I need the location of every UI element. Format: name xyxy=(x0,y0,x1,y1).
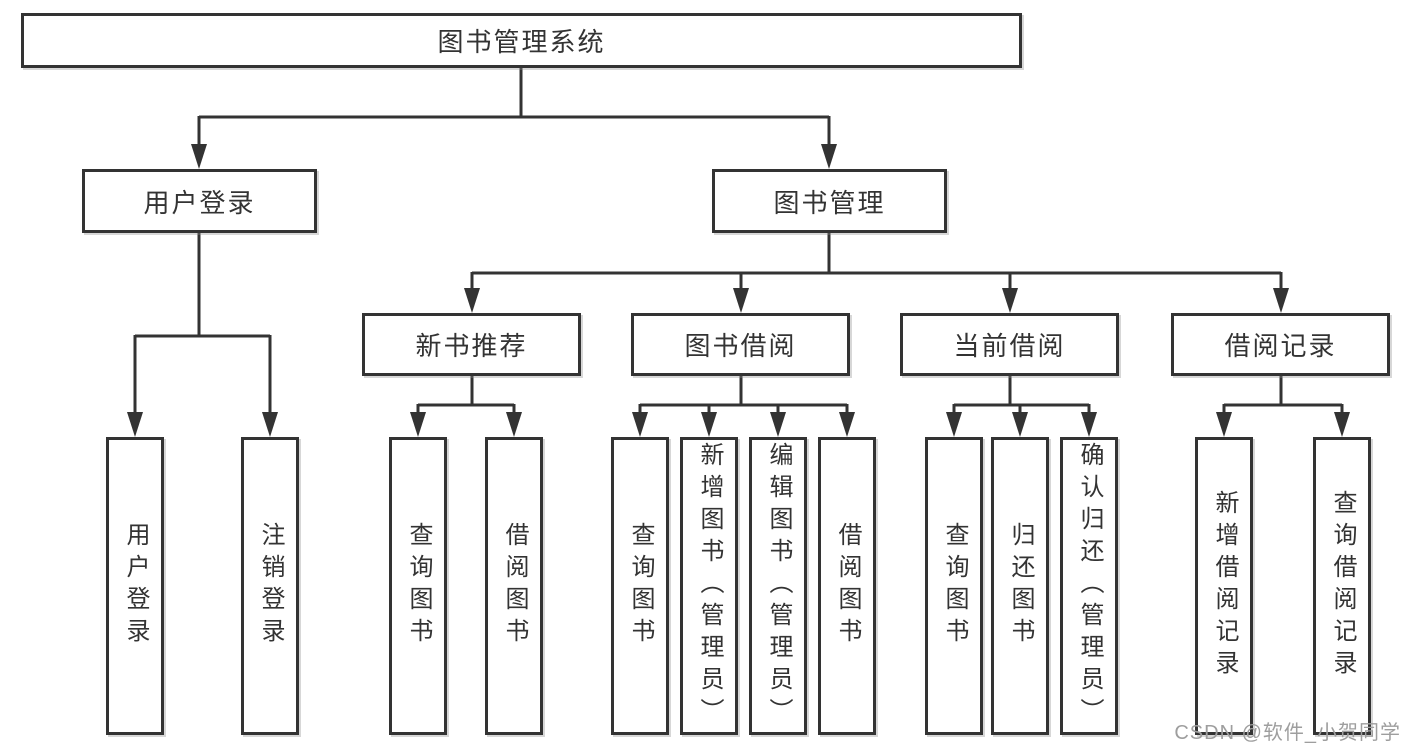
node-label: 注销登录 xyxy=(257,522,284,650)
arrow-icon xyxy=(946,412,962,437)
node-label: 归还图书 xyxy=(1007,522,1034,650)
node-label: 新书推荐 xyxy=(415,331,528,361)
leaf-current-confirm-return-admin: 确认归还（管理员） xyxy=(1060,437,1118,735)
node-label: 编辑图书（管理员） xyxy=(765,442,792,730)
leaf-borrow-query-books: 查询图书 xyxy=(611,437,669,735)
node-label: 图书管理 xyxy=(773,187,886,218)
node-label: 新增借阅记录 xyxy=(1211,490,1238,682)
arrow-icon xyxy=(1273,288,1289,313)
arrow-icon xyxy=(506,412,522,437)
arrow-icon xyxy=(701,412,717,437)
node-current-borrow: 当前借阅 xyxy=(900,313,1119,376)
arrow-icon xyxy=(1334,412,1350,437)
connector-root xyxy=(197,68,831,146)
arrow-icon xyxy=(1012,412,1028,437)
arrow-icon xyxy=(191,144,207,169)
node-book-management: 图书管理 xyxy=(712,169,947,233)
leaf-user-login: 用户登录 xyxy=(106,437,164,735)
leaf-borrow-borrow-books: 借阅图书 xyxy=(818,437,876,735)
node-label: 借阅记录 xyxy=(1224,331,1337,361)
arrowheads xyxy=(127,144,1350,437)
connector-borrow-record xyxy=(1222,376,1344,414)
node-label: 确认归还（管理员） xyxy=(1076,442,1103,730)
node-borrow-record: 借阅记录 xyxy=(1171,313,1390,376)
node-label: 用户登录 xyxy=(143,187,256,218)
leaf-record-add-record: 新增借阅记录 xyxy=(1195,437,1253,735)
leaf-borrow-add-books-admin: 新增图书（管理员） xyxy=(680,437,738,735)
leaf-current-return-books: 归还图书 xyxy=(991,437,1049,735)
node-new-book-recommend: 新书推荐 xyxy=(362,313,581,376)
node-label: 借阅图书 xyxy=(501,522,528,650)
leaf-new-book-query-books: 查询图书 xyxy=(389,437,447,735)
csdn-watermark: CSDN @软件_小贺同学 xyxy=(1174,722,1401,744)
node-label: 新增图书（管理员） xyxy=(696,442,723,730)
connector-user-login xyxy=(133,233,272,414)
leaf-current-query-books: 查询图书 xyxy=(925,437,983,735)
connector-book-management xyxy=(470,233,1283,290)
arrow-icon xyxy=(733,288,749,313)
node-label: 图书借阅 xyxy=(684,331,797,361)
leaf-logout: 注销登录 xyxy=(241,437,299,735)
node-label: 查询图书 xyxy=(941,522,968,650)
arrow-icon xyxy=(410,412,426,437)
node-label: 查询图书 xyxy=(405,522,432,650)
arrow-icon xyxy=(839,412,855,437)
node-label: 当前借阅 xyxy=(953,331,1066,361)
connector-current-borrow xyxy=(952,376,1091,414)
node-label: 借阅图书 xyxy=(834,522,861,650)
arrow-icon xyxy=(770,412,786,437)
connector-book-borrow xyxy=(638,376,849,414)
node-user-login: 用户登录 xyxy=(82,169,317,233)
arrow-icon xyxy=(1081,412,1097,437)
arrow-icon xyxy=(464,288,480,313)
leaf-record-query-record: 查询借阅记录 xyxy=(1313,437,1371,735)
node-label: 查询图书 xyxy=(627,522,654,650)
node-root: 图书管理系统 xyxy=(21,13,1022,68)
node-label: 用户登录 xyxy=(122,522,149,650)
leaf-borrow-edit-books-admin: 编辑图书（管理员） xyxy=(749,437,807,735)
connector-new-book-recommend xyxy=(416,376,516,414)
node-label: 图书管理系统 xyxy=(437,27,606,57)
arrow-icon xyxy=(821,144,837,169)
node-label: 查询借阅记录 xyxy=(1329,490,1356,682)
arrow-icon xyxy=(1216,412,1232,437)
arrow-icon xyxy=(127,412,143,437)
arrow-icon xyxy=(262,412,278,437)
node-book-borrow: 图书借阅 xyxy=(631,313,850,376)
leaf-new-book-borrow-books: 借阅图书 xyxy=(485,437,543,735)
arrow-icon xyxy=(632,412,648,437)
arrow-icon xyxy=(1002,288,1018,313)
